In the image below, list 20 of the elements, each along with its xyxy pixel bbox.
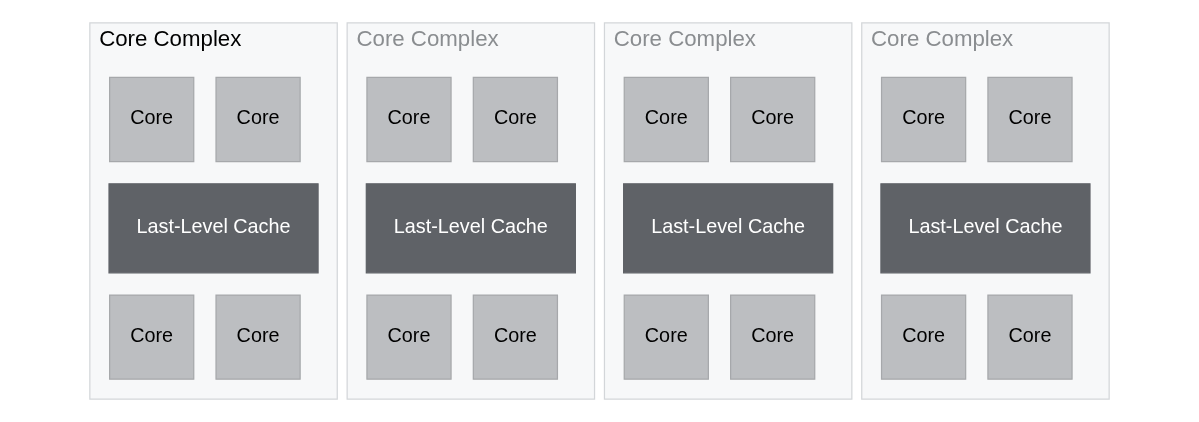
node-box: Core bbox=[880, 294, 967, 380]
node-box: Core bbox=[215, 294, 301, 380]
node-box: Core bbox=[472, 294, 559, 380]
node-box: Core bbox=[623, 294, 709, 380]
node-box: Core bbox=[623, 76, 709, 163]
node-box: Core bbox=[109, 76, 195, 163]
node-box: Core bbox=[215, 76, 301, 163]
node-box: Core bbox=[987, 294, 1073, 380]
node-box: Core bbox=[987, 76, 1073, 163]
node-box: Core bbox=[109, 294, 195, 380]
node-box: Last-Level Cache bbox=[108, 183, 319, 274]
node-box: Core bbox=[730, 76, 816, 163]
node-box: Core bbox=[880, 76, 967, 163]
node-box: Core bbox=[730, 294, 816, 380]
node-box: Last-Level Cache bbox=[623, 183, 834, 274]
node-box: Core bbox=[472, 76, 559, 163]
node-box: Core bbox=[366, 76, 452, 163]
node-box: Core bbox=[366, 294, 452, 380]
node-box: Last-Level Cache bbox=[880, 183, 1091, 274]
node-box: Last-Level Cache bbox=[365, 183, 576, 274]
